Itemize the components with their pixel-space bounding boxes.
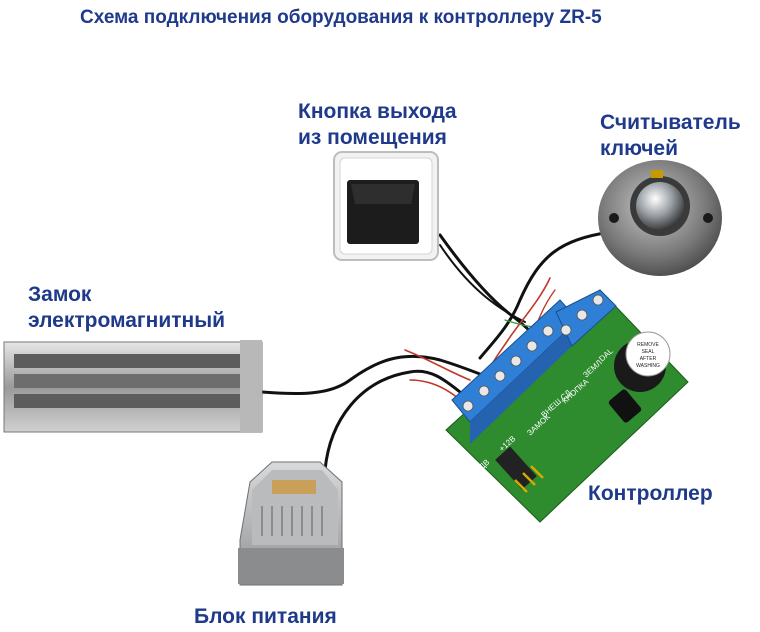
psu-vents (261, 506, 323, 536)
power-supply-device (238, 461, 344, 586)
terminal-screws (462, 294, 604, 412)
reader-device (598, 160, 722, 276)
reader-label-line-2: ключей (600, 137, 679, 161)
lock-label-line-1: Замок (28, 283, 92, 306)
exit-button-label: Кнопка выхода из помещения (298, 99, 457, 152)
lock-device (3, 340, 263, 433)
exit-button-label-line-2: из помещения (298, 126, 447, 150)
exit-button-label-line-1: Кнопка выхода (298, 100, 457, 123)
lock-label-line-2: электромагнитный (28, 309, 226, 333)
seal-text-4: WASHING (636, 363, 660, 369)
wiring-diagram: REMOVE SEAL AFTER WASHING ДВ +12В ЗАМОК … (3, 151, 722, 586)
lock-label: Замок электромагнитный (28, 282, 225, 335)
wires (260, 230, 612, 472)
controller-board: REMOVE SEAL AFTER WASHING ДВ +12В ЗАМОК … (445, 289, 689, 523)
wire-button-black-2 (439, 244, 526, 323)
reader-label: Считыватель ключей (600, 110, 741, 163)
page-title: Схема подключения оборудования к контрол… (80, 7, 602, 28)
wire-psu-red (409, 379, 459, 399)
wire-psu-black (323, 369, 462, 472)
seal-text-2: SEAL (642, 349, 655, 355)
exit-button-device (333, 151, 439, 261)
power-supply-label: Блок питания (194, 605, 337, 628)
buzzer-seal: REMOVE SEAL AFTER WASHING (636, 342, 660, 369)
seal-text-3: AFTER (640, 356, 657, 362)
seal-text-1: REMOVE (637, 342, 659, 348)
controller-label: Контроллер (588, 482, 713, 505)
wire-reader-black (478, 230, 612, 360)
wire-lock-red (404, 349, 471, 381)
wire-lock-black (260, 355, 492, 396)
reader-label-line-1: Считыватель (600, 111, 741, 134)
